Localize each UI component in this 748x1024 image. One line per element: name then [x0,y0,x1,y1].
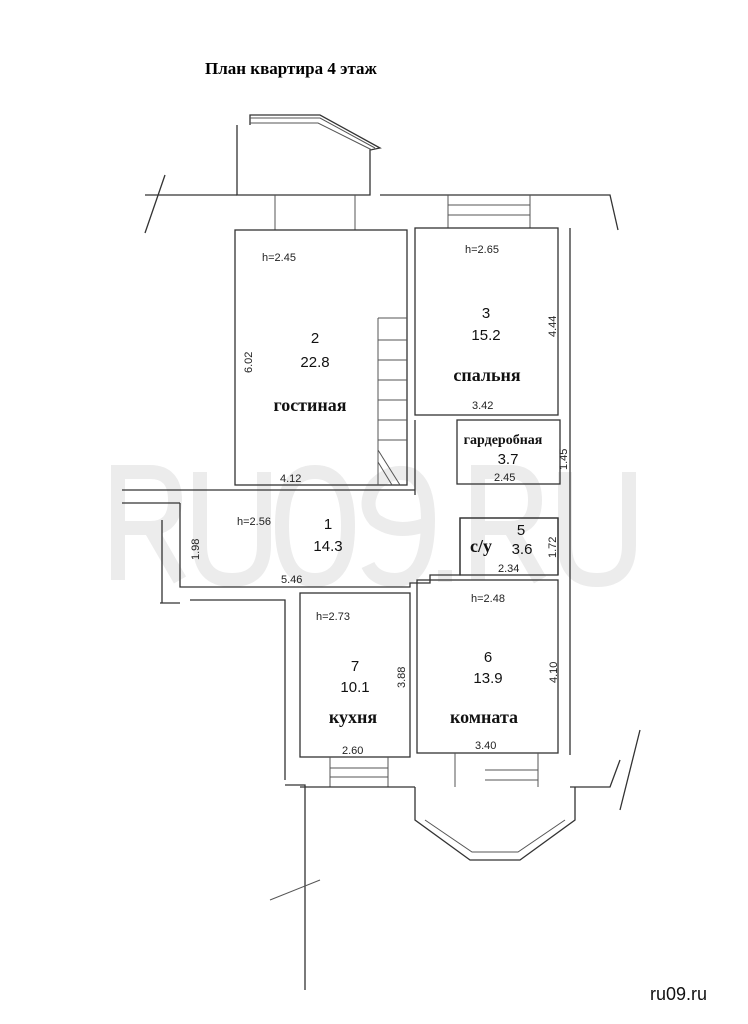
bathroom-outline [459,517,559,576]
room-3-width: 3.42 [472,400,493,412]
room-1-number: 1 [324,516,332,533]
room-6-length: 4.10 [548,662,560,683]
room-1-height: h=2.56 [237,516,271,528]
room-2-number: 2 [311,330,319,347]
wardrobe-outline [456,419,561,485]
room-1-area: 14.3 [313,538,342,555]
room-2-name: гостиная [273,395,346,415]
room-2-height: h=2.45 [262,252,296,264]
room-6-number: 6 [484,649,492,666]
room-3-height: h=2.65 [465,244,499,256]
wardrobe-length: 1.45 [558,449,570,470]
room-1-width: 5.46 [281,574,302,586]
room-7-outline [299,592,411,758]
room-7-area: 10.1 [340,679,369,696]
watermark [111,464,636,588]
room-6-outline [416,579,559,754]
room-3-area: 15.2 [471,327,500,344]
room-7-number: 7 [351,658,359,675]
room-2-area: 22.8 [300,354,329,371]
room-2-width: 4.12 [280,473,301,485]
room-3-name: спальня [453,365,521,385]
room-7-height: h=2.73 [316,611,350,623]
wardrobe-area: 3.7 [498,451,519,468]
room-3-length: 4.44 [547,316,559,337]
bathroom-width: 2.34 [498,563,519,575]
room-3-outline [414,227,559,416]
walls [122,114,641,990]
room-6-height: h=2.48 [471,593,505,605]
room-6-width: 3.40 [475,740,496,752]
site-label: ru09.ru [650,984,707,1004]
plan-title: План квартира 4 этаж [205,59,378,78]
bathroom-number: 5 [517,522,525,539]
room-7-name: кухня [329,707,377,727]
room-6-area: 13.9 [473,670,502,687]
wardrobe-width: 2.45 [494,472,515,484]
room-7-length: 3.88 [396,667,408,688]
bathroom-name: с/у [470,536,492,556]
room-2-outline [234,229,408,486]
room-2-length: 6.02 [243,352,255,373]
bathroom-area: 3.6 [512,541,533,558]
bathroom-length: 1.72 [547,537,559,558]
wardrobe-name: гардеробная [464,433,543,448]
room-7-width: 2.60 [342,745,363,757]
room-1-length: 1.98 [190,539,202,560]
room-3-number: 3 [482,305,490,322]
room-6-name: комната [450,707,518,727]
